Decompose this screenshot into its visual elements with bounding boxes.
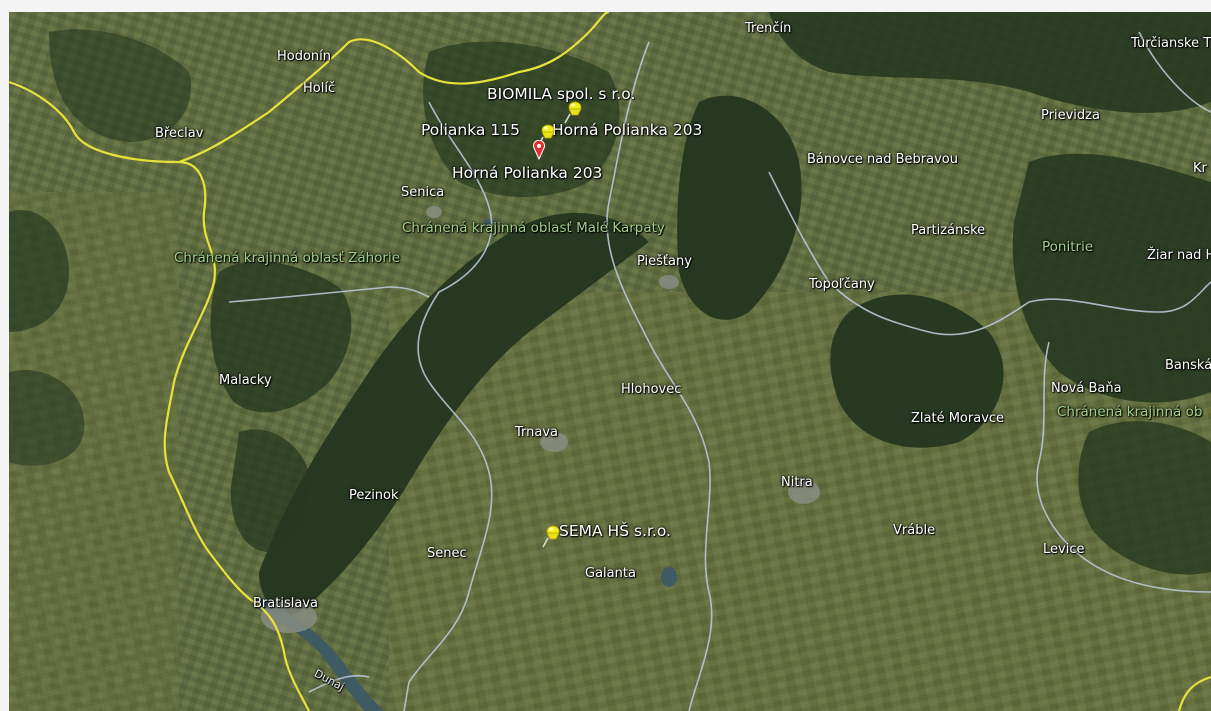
place-label-nov-ba-a: Nová Baňa: [1051, 381, 1122, 396]
pin-label[interactable]: BIOMILA spol. s r.o.: [487, 85, 636, 103]
pin-label[interactable]: Horná Polianka 203: [452, 164, 603, 182]
region-borders: [228, 31, 1211, 711]
red-marker-icon[interactable]: [532, 140, 546, 160]
place-label-partiz-nske: Partizánske: [911, 223, 986, 238]
place-label-hodon-n: Hodonín: [277, 49, 332, 64]
place-label-bratislava: Bratislava: [253, 596, 318, 611]
place-label-vr-ble: Vráble: [893, 523, 936, 538]
satellite-imagery: [9, 12, 1211, 711]
protected-area-label: Chránená krajinná ob: [1057, 404, 1203, 420]
place-label-trnava: Trnava: [515, 425, 559, 440]
place-label--iar-nad-h: Žiar nad H: [1147, 248, 1211, 263]
window-left-edge: [0, 12, 9, 711]
place-label-levice: Levice: [1043, 542, 1085, 557]
place-label-prievidza: Prievidza: [1041, 108, 1100, 123]
pin-label[interactable]: Horná Polianka 203: [552, 121, 703, 139]
place-label-b-novce-nad-bebravou: Bánovce nad Bebravou: [807, 152, 959, 167]
yellow-pushpin-icon[interactable]: [564, 100, 586, 124]
pin-label[interactable]: Polianka 115: [421, 121, 520, 139]
place-label-tren-n: Trenčín: [745, 21, 792, 36]
place-label-bansk: Banská: [1165, 358, 1211, 373]
place-label-topo-any: Topoľčany: [809, 277, 875, 292]
forest-areas: [9, 12, 1211, 615]
place-label-hlohovec: Hlohovec: [621, 382, 682, 397]
place-label-hol: Holíč: [303, 81, 336, 96]
protected-area-label: Ponitrie: [1042, 239, 1094, 255]
place-label-zlat-moravce: Zlaté Moravce: [911, 411, 1005, 426]
place-label-b-eclav: Břeclav: [155, 126, 204, 141]
place-label-senica: Senica: [401, 185, 445, 200]
country-border: [9, 12, 1211, 711]
pin-label[interactable]: SEMA HŠ s.r.o.: [559, 522, 671, 540]
place-label-malacky: Malacky: [219, 373, 272, 388]
protected-area-label: Chránená krajinná oblasť Malé Karpaty: [402, 220, 665, 236]
place-label-tur-ianske-t: Turčianske T: [1131, 36, 1211, 51]
place-label-galanta: Galanta: [585, 566, 636, 581]
yellow-pushpin-icon[interactable]: [542, 524, 564, 548]
place-label-senec: Senec: [427, 546, 467, 561]
protected-area-label: Chránená krajinná oblasť Záhorie: [174, 250, 401, 266]
place-label-nitra: Nitra: [781, 475, 813, 490]
place-label-pezinok: Pezinok: [349, 488, 399, 503]
place-label-pie-any: Piešťany: [637, 254, 692, 269]
place-label-kr: Kr: [1193, 161, 1207, 176]
